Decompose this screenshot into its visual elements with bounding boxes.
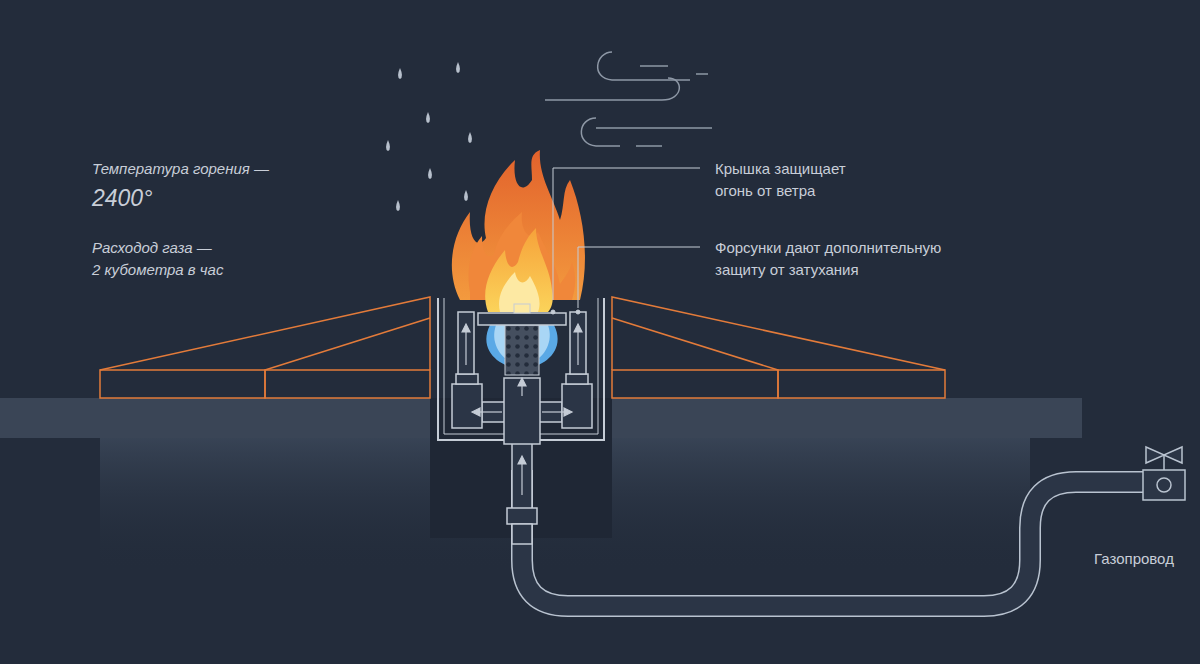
raindrop [398,68,402,79]
raindrop [428,168,432,179]
cap-callout: Крышка защищает огонь от ветра [715,158,885,202]
stone-slabs [100,297,945,398]
raindrop [396,200,400,211]
gas-pipe-inner [522,470,1145,606]
raindrop [456,62,460,73]
temperature-value: 2400° [92,184,292,212]
flow-arrows [462,324,582,495]
rain [386,62,472,211]
raindrop [386,140,390,151]
wind-cap [478,313,566,325]
leader-lines [551,168,700,314]
gas-pipe [522,470,1145,606]
raindrop [464,190,468,201]
cap-knob [514,304,530,313]
wind [545,52,712,146]
temperature-label: Температура горения — [92,158,352,180]
pipe-label: Газопровод [1094,548,1194,570]
raindrop [468,132,472,143]
perforated-burner [505,325,539,375]
burner-fittings [452,312,592,544]
gas-valve [1143,447,1185,500]
gas-usage-label: Расходод газа — 2 кубометра в час [92,237,272,281]
nozzle-callout: Форсунки дают дополнительную защиту от з… [715,237,985,281]
raindrop [426,112,430,123]
